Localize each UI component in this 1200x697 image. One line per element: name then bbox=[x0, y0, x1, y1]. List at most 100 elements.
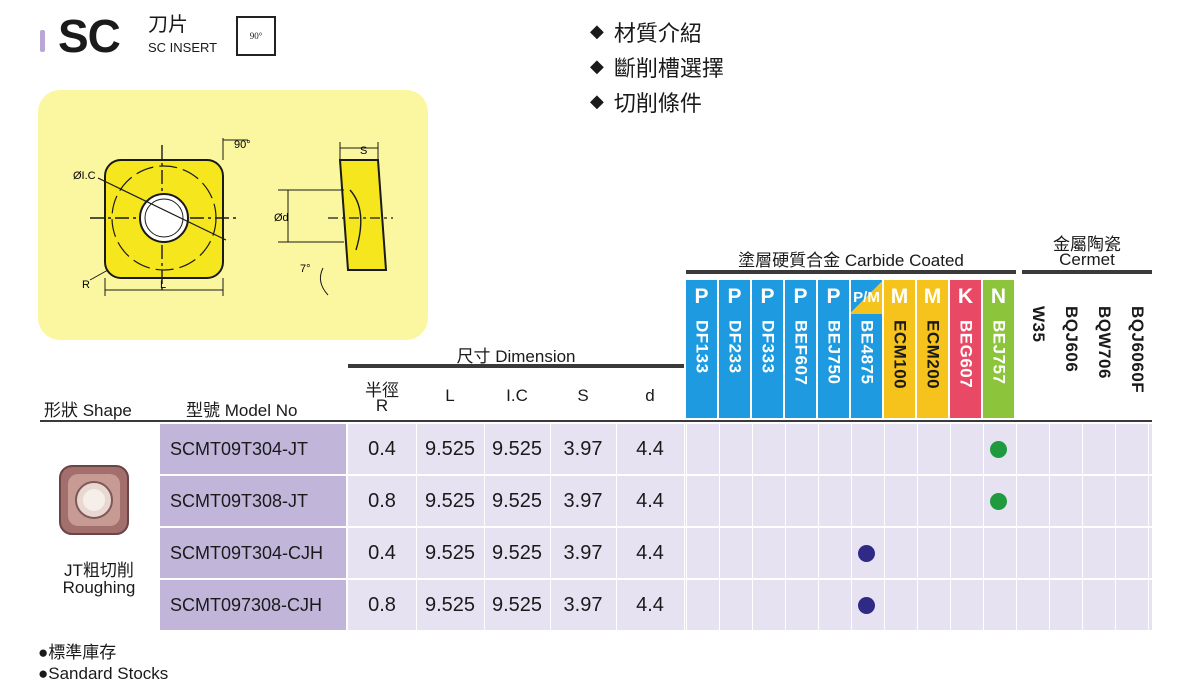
dimension-d-cell: 4.4 bbox=[636, 594, 664, 616]
product-name-zh: 刀片 bbox=[148, 14, 188, 36]
dimension-ic-cell: 9.525 bbox=[491, 438, 543, 460]
cermet-label-zh: 金屬陶瓷 bbox=[1053, 235, 1121, 254]
angle-top-label: 90° bbox=[234, 139, 251, 151]
table-row bbox=[348, 476, 1152, 526]
shape-label-zh: JT粗切削 bbox=[64, 561, 134, 580]
dimension-r-cell: 0.4 bbox=[368, 542, 396, 564]
grade-iso-letter: P/M bbox=[851, 280, 882, 314]
stock-dot-icon bbox=[858, 597, 875, 614]
cermet-grade-name: BQJ6060F bbox=[1128, 306, 1147, 394]
radius-header-zh: 半徑 bbox=[365, 381, 399, 400]
carbide-group-label: 塗層硬質合金 Carbide Coated bbox=[738, 251, 964, 270]
table-row bbox=[348, 580, 1152, 630]
cermet-label-en: Cermet bbox=[1059, 250, 1115, 269]
diamond-bullet-icon: ◆ bbox=[590, 56, 604, 76]
grade-iso-letter: M bbox=[884, 280, 915, 314]
grade-iso-letter: M bbox=[917, 280, 948, 314]
stock-dot-icon bbox=[990, 493, 1007, 510]
dimension-d-cell: 4.4 bbox=[636, 542, 664, 564]
dimension-l-cell: 9.525 bbox=[424, 542, 476, 564]
grade-name-cell: DF233 bbox=[719, 314, 750, 418]
grade-name: ECM100 bbox=[890, 320, 910, 390]
grade-name: BEF607 bbox=[791, 320, 811, 386]
diamond-bullet-icon: ◆ bbox=[590, 21, 604, 41]
s-header: S bbox=[577, 386, 589, 405]
grade-iso-letter: N bbox=[983, 280, 1014, 314]
grade-name-cell: BEF607 bbox=[785, 314, 816, 418]
model-number-cell[interactable]: SCMT09T304-JT bbox=[160, 424, 346, 474]
grade-name: BE4875 bbox=[857, 320, 877, 385]
dimension-l-cell: 9.525 bbox=[424, 490, 476, 512]
carbide-group-line bbox=[686, 270, 1016, 274]
grade-name: BEG607 bbox=[956, 320, 976, 389]
shape-header: 形狀 Shape bbox=[44, 401, 132, 420]
r-label: R bbox=[82, 279, 90, 291]
link-material-intro[interactable]: ◆ 材質介紹 bbox=[590, 14, 724, 49]
model-header: 型號 Model No bbox=[186, 401, 298, 420]
shape-label-en: Roughing bbox=[62, 578, 136, 597]
grid-hline bbox=[348, 578, 1152, 580]
grade-name-cell: BEJ757 bbox=[983, 314, 1014, 418]
dimension-group-label: 尺寸 Dimension bbox=[456, 347, 576, 366]
stock-dot-icon bbox=[858, 545, 875, 562]
grade-name-cell: ECM100 bbox=[884, 314, 915, 418]
grade-column: P/M BE4875 bbox=[851, 280, 882, 418]
legend-stock-zh: ●標準庫存 bbox=[38, 643, 117, 662]
dimension-d-cell: 4.4 bbox=[636, 490, 664, 512]
link-chipbreaker-selection[interactable]: ◆ 斷削槽選擇 bbox=[590, 49, 724, 84]
d-header: d bbox=[645, 386, 655, 405]
dimension-ic-cell: 9.525 bbox=[491, 490, 543, 512]
dimension-l-cell: 9.525 bbox=[424, 594, 476, 616]
dimension-l-cell: 9.525 bbox=[424, 438, 476, 460]
legend-stock-en: ●Sandard Stocks bbox=[38, 664, 169, 683]
dimension-r-cell: 0.8 bbox=[368, 594, 396, 616]
cermet-grade-name: BQW706 bbox=[1095, 306, 1114, 379]
grade-iso-letter: P bbox=[719, 280, 750, 314]
grid-hline bbox=[348, 526, 1152, 528]
dimension-s-cell: 3.97 bbox=[563, 438, 603, 460]
cermet-grade-name: BQJ606 bbox=[1062, 306, 1081, 373]
grade-name: DF333 bbox=[758, 320, 778, 374]
dimension-s-cell: 3.97 bbox=[563, 490, 603, 512]
link-label: 斷削槽選擇 bbox=[613, 55, 724, 81]
grade-name-cell: ECM200 bbox=[917, 314, 948, 418]
link-label: 切削條件 bbox=[613, 90, 702, 116]
grade-column: P DF233 bbox=[719, 280, 750, 418]
table-top-line bbox=[40, 420, 1152, 422]
table-row bbox=[348, 528, 1152, 578]
insert-side-view bbox=[278, 142, 393, 296]
grade-iso-letter: K bbox=[950, 280, 981, 314]
link-label: 材質介紹 bbox=[613, 20, 702, 46]
grade-name-cell: BE4875 bbox=[851, 314, 882, 418]
dimension-r-cell: 0.8 bbox=[368, 490, 396, 512]
angle-badge: 90° bbox=[236, 16, 276, 56]
dimension-s-cell: 3.97 bbox=[563, 594, 603, 616]
grade-column: M ECM200 bbox=[917, 280, 948, 418]
d-label: Ød bbox=[274, 212, 289, 224]
dimension-r-cell: 0.4 bbox=[368, 438, 396, 460]
diamond-bullet-icon: ◆ bbox=[590, 91, 604, 111]
l-label: L bbox=[160, 279, 166, 291]
grade-name: DF133 bbox=[692, 320, 712, 374]
radius-header-en: R bbox=[375, 396, 389, 415]
grade-iso-letter: P bbox=[752, 280, 783, 314]
dimension-d-cell: 4.4 bbox=[636, 438, 664, 460]
grade-column: K BEG607 bbox=[950, 280, 981, 418]
grade-column: P DF333 bbox=[752, 280, 783, 418]
model-number-cell[interactable]: SCMT097308-CJH bbox=[160, 580, 346, 630]
dimension-ic-cell: 9.525 bbox=[491, 542, 543, 564]
grade-name: ECM200 bbox=[923, 320, 943, 390]
model-number-cell[interactable]: SCMT09T304-CJH bbox=[160, 528, 346, 578]
model-number-cell[interactable]: SCMT09T308-JT bbox=[160, 476, 346, 526]
grade-name-cell: DF133 bbox=[686, 314, 717, 418]
grid-hline bbox=[348, 474, 1152, 476]
cermet-grade-name: W35 bbox=[1029, 306, 1048, 343]
grade-column: M ECM100 bbox=[884, 280, 915, 418]
link-cutting-conditions[interactable]: ◆ 切削條件 bbox=[590, 84, 724, 119]
dimension-ic-cell: 9.525 bbox=[491, 594, 543, 616]
grade-iso-letter: P bbox=[818, 280, 849, 314]
grade-name: DF233 bbox=[725, 320, 745, 374]
